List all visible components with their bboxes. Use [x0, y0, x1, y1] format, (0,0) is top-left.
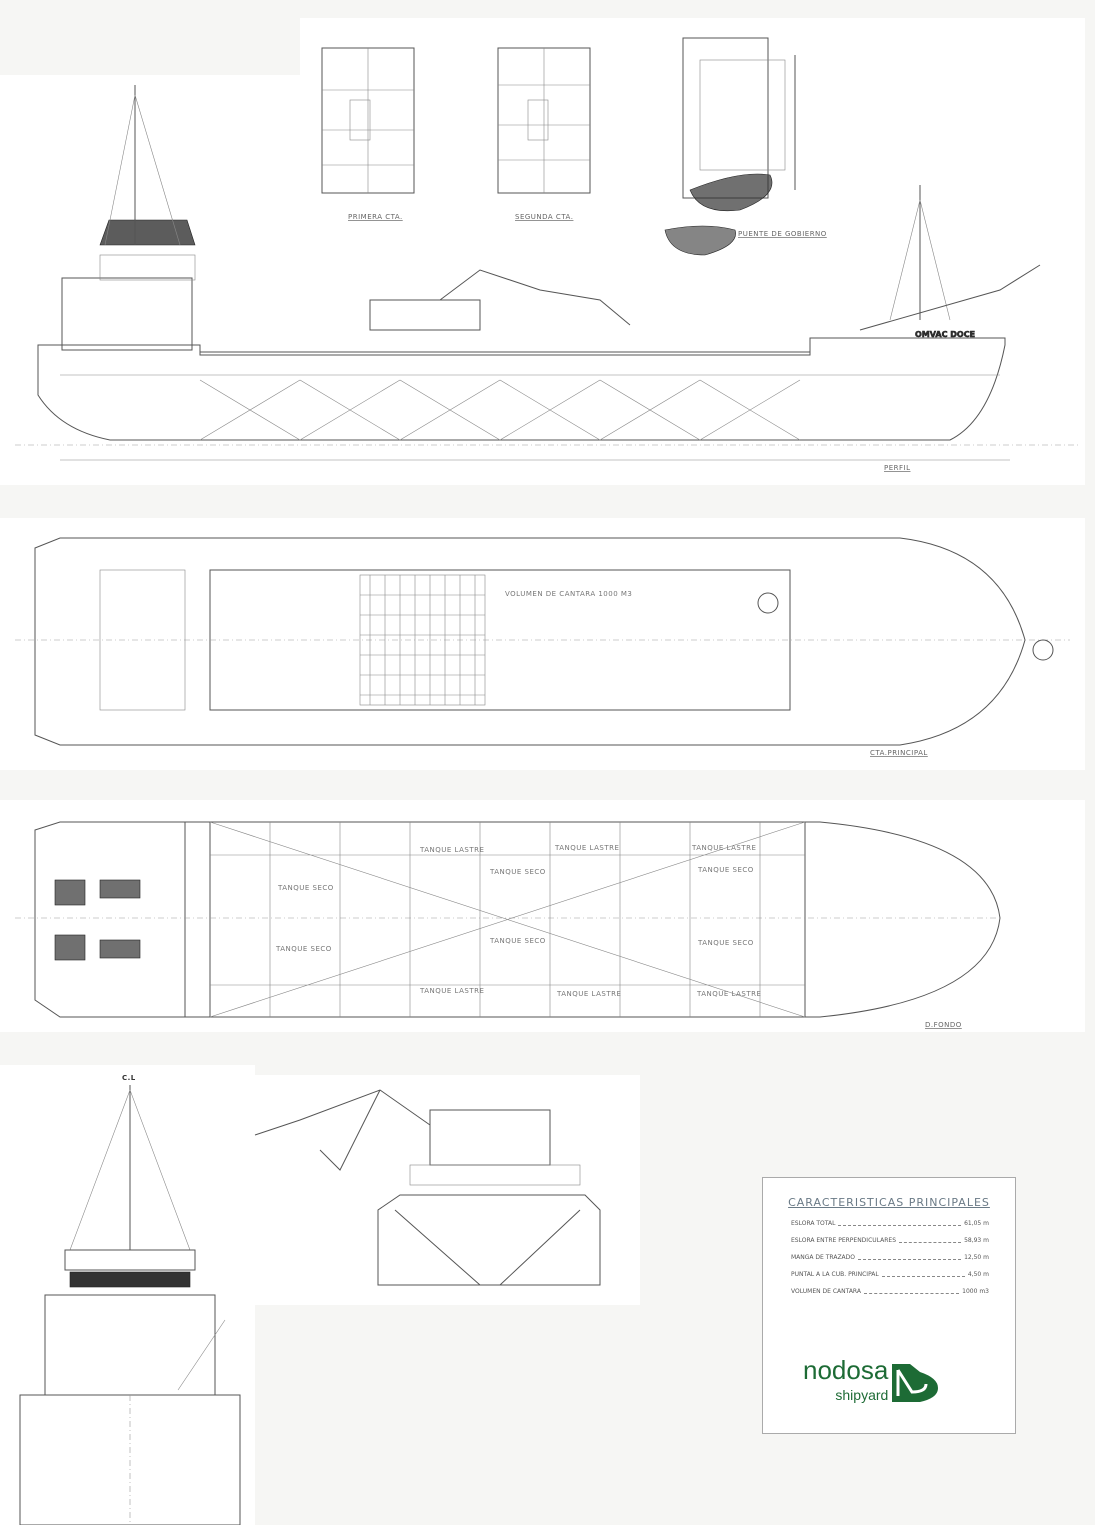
tank-label: TANQUE SECO — [275, 945, 332, 953]
cta-principal-view: VOLUMEN DE CANTARA 1000 M3 CTA.PRINCIPAL — [15, 537, 1070, 757]
row-value: 1000 m3 — [962, 1288, 989, 1295]
row-value: 61,05 m — [964, 1220, 989, 1227]
front-view: C.L — [19, 1074, 241, 1525]
characteristics-row: MANGA DE TRAZADO 12,50 m — [791, 1254, 989, 1262]
tank-label: TANQUE LASTRE — [419, 987, 484, 995]
d-fondo-label: D.FONDO — [925, 1021, 962, 1029]
tank-label: TANQUE LASTRE — [554, 844, 619, 852]
ship-name: OMVAC DOCE — [915, 330, 975, 339]
row-value: 4,50 m — [967, 1271, 989, 1278]
segunda-cta-label: SEGUNDA CTA. — [515, 213, 573, 221]
characteristics-row: PUNTAL A LA CUB. PRINCIPAL 4,50 m — [791, 1271, 989, 1279]
tank-label: TANQUE LASTRE — [696, 990, 761, 998]
logo-sub: shipyard — [835, 1387, 889, 1403]
row-label: ESLORA TOTAL — [791, 1220, 836, 1227]
characteristics-row: ESLORA ENTRE PERPENDICULARES 58,93 m — [791, 1237, 989, 1245]
tank-label: TANQUE SECO — [489, 937, 546, 945]
characteristics-title: CARACTERISTICAS PRINCIPALES — [788, 1196, 990, 1209]
perfil-view: OMVAC DOCE PERFIL — [15, 85, 1080, 472]
tank-label: TANQUE LASTRE — [556, 990, 621, 998]
cta-principal-label: CTA.PRINCIPAL — [870, 749, 928, 757]
row-label: MANGA DE TRAZADO — [791, 1254, 856, 1261]
row-value: 12,50 m — [964, 1254, 989, 1261]
row-label: PUNTAL A LA CUB. PRINCIPAL — [791, 1271, 879, 1278]
row-label: ESLORA ENTRE PERPENDICULARES — [791, 1237, 896, 1244]
puente-de-gobierno-plan: PUENTE DE GOBIERNO — [664, 37, 827, 256]
d-fondo-view: TANQUE LASTRE TANQUE LASTRE TANQUE LASTR… — [15, 821, 1001, 1029]
tank-label: TANQUE SECO — [489, 868, 546, 876]
hold-volume-note: VOLUMEN DE CANTARA 1000 M3 — [505, 590, 632, 598]
engine-room — [54, 879, 141, 961]
logo-name: nodosa — [803, 1355, 889, 1385]
characteristics-table: CARACTERISTICAS PRINCIPALES ESLORA TOTAL… — [762, 1177, 1016, 1434]
segunda-cta-plan: SEGUNDA CTA. — [497, 47, 591, 221]
primera-cta-plan: PRIMERA CTA. — [321, 47, 415, 221]
tank-label: TANQUE SECO — [697, 939, 754, 947]
tank-label: TANQUE SECO — [697, 866, 754, 874]
characteristics-row: ESLORA TOTAL 61,05 m — [791, 1220, 989, 1228]
nodosa-logo-mark — [892, 1364, 939, 1402]
row-value: 58,93 m — [964, 1237, 989, 1244]
puente-label: PUENTE DE GOBIERNO — [738, 230, 827, 238]
tank-label: TANQUE LASTRE — [691, 844, 756, 852]
characteristics-row: VOLUMEN DE CANTARA 1000 m3 — [791, 1288, 989, 1296]
perfil-label: PERFIL — [884, 464, 911, 472]
row-label: VOLUMEN DE CANTARA — [791, 1288, 861, 1295]
centerline-label: C.L — [122, 1074, 136, 1082]
tank-label: TANQUE LASTRE — [419, 846, 484, 854]
midship-section-view — [254, 1089, 601, 1286]
nodosa-shipyard-logo: nodosa shipyard — [803, 1354, 940, 1404]
primera-cta-label: PRIMERA CTA. — [348, 213, 403, 221]
tank-label: TANQUE SECO — [277, 884, 334, 892]
